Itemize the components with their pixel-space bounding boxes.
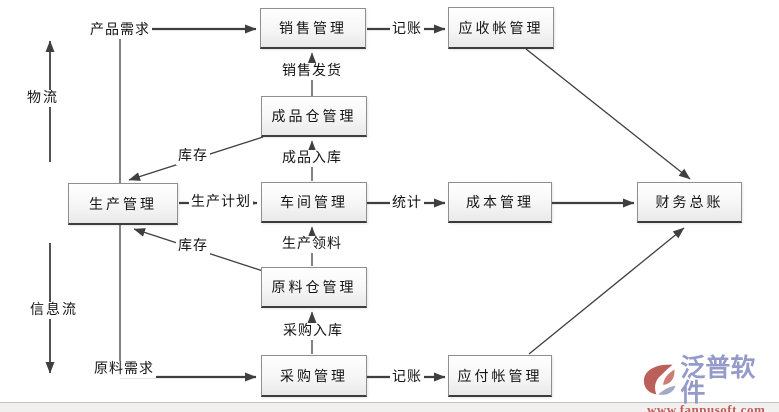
node-workshop-management: 车间管理 bbox=[261, 182, 367, 223]
edge-label-product-demand: 产品需求 bbox=[88, 22, 152, 40]
axis-label-information-flow: 信息流 bbox=[27, 302, 81, 320]
node-label: 生产管理 bbox=[89, 196, 157, 213]
node-production-management: 生产管理 bbox=[68, 183, 178, 225]
node-raw-material-warehouse: 原料仓管理 bbox=[261, 267, 367, 308]
fanpu-watermark: 泛普软件 www.fanpusoft.com bbox=[642, 355, 776, 412]
node-label: 采购管理 bbox=[280, 368, 348, 385]
watermark-url-text: www.fanpusoft.com bbox=[647, 402, 766, 412]
node-cost-management: 成本管理 bbox=[448, 182, 552, 223]
watermark-row: 泛普软件 bbox=[642, 355, 776, 405]
node-label: 应付帐管理 bbox=[457, 368, 543, 385]
arrow-accounts-receivable-to-general-ledger bbox=[525, 48, 691, 180]
edge-label-bookkeeping-bottom: 记账 bbox=[390, 369, 424, 387]
edge-label-inventory-lower: 库存 bbox=[176, 238, 210, 256]
fanpu-logo-icon bbox=[643, 364, 676, 395]
edge-label-production-plan: 生产计划 bbox=[189, 194, 253, 212]
node-procurement-management: 采购管理 bbox=[261, 355, 367, 397]
node-label: 销售管理 bbox=[279, 21, 347, 37]
node-finished-goods-warehouse: 成品仓管理 bbox=[261, 96, 367, 137]
node-label: 成本管理 bbox=[466, 195, 534, 211]
watermark-brand-text: 泛普软件 bbox=[680, 353, 756, 407]
edge-label-procurement-inbound: 采购入库 bbox=[281, 323, 345, 341]
node-general-ledger: 财务总账 bbox=[637, 182, 742, 223]
edge-label-production-requisition: 生产领料 bbox=[280, 236, 344, 254]
node-label: 应收帐管理 bbox=[458, 20, 544, 37]
edge-label-inventory-upper: 库存 bbox=[176, 148, 210, 166]
node-accounts-receivable: 应收帐管理 bbox=[448, 7, 554, 49]
edge-label-sales-shipping: 销售发货 bbox=[280, 63, 344, 81]
edge-label-finished-goods-inbound: 成品入库 bbox=[280, 150, 344, 168]
node-label: 财务总账 bbox=[655, 195, 724, 211]
edge-label-bookkeeping-top: 记账 bbox=[390, 21, 424, 39]
axis-label-logistics: 物流 bbox=[24, 90, 62, 108]
edge-label-statistics: 统计 bbox=[390, 195, 424, 213]
window-bottom-strip bbox=[0, 402, 779, 412]
arrow-accounts-payable-to-general-ledger bbox=[528, 227, 685, 355]
edge-label-raw-material-demand: 原料需求 bbox=[92, 361, 156, 379]
node-label: 原料仓管理 bbox=[271, 280, 357, 296]
node-label: 车间管理 bbox=[280, 195, 348, 211]
node-accounts-payable: 应付帐管理 bbox=[448, 355, 552, 397]
node-label: 成品仓管理 bbox=[271, 109, 357, 125]
node-sales-management: 销售管理 bbox=[260, 8, 366, 49]
